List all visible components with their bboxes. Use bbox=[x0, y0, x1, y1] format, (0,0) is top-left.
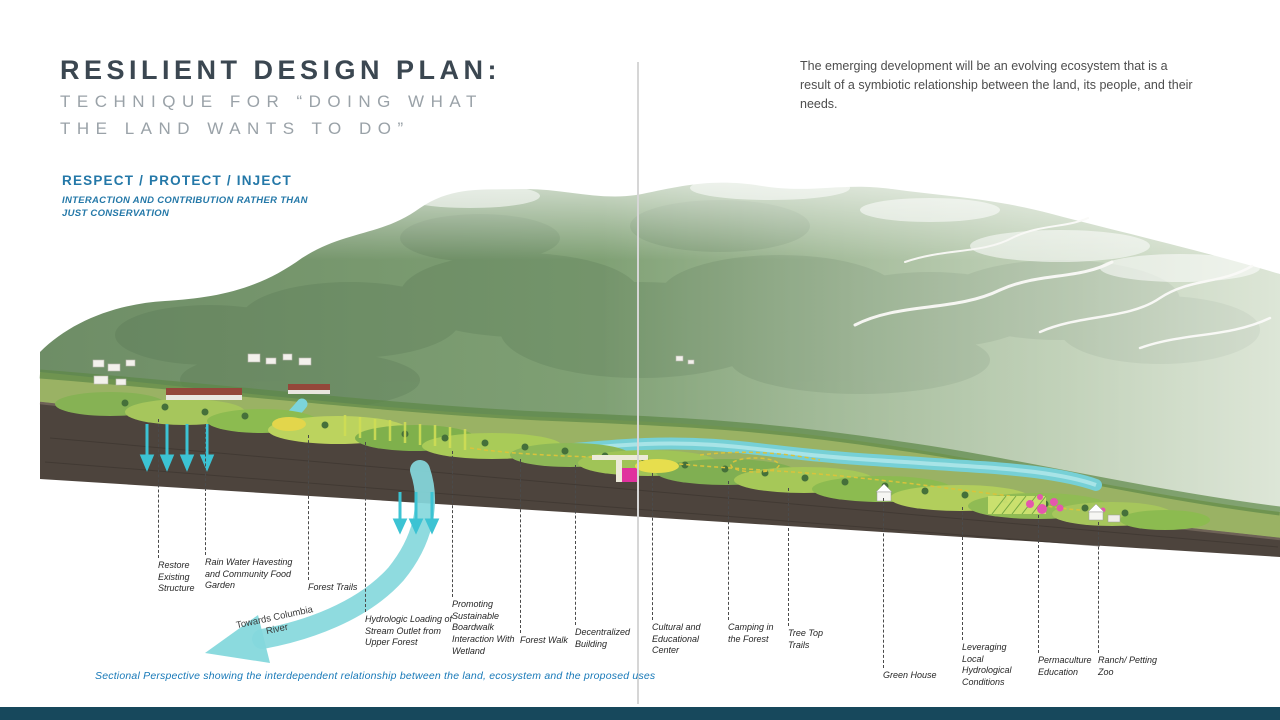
page-divider bbox=[637, 62, 639, 704]
leader-line bbox=[962, 507, 963, 640]
leader-line bbox=[308, 435, 309, 580]
footer-bar bbox=[0, 707, 1280, 720]
callout-label: Cultural and Educational Center bbox=[652, 622, 701, 656]
callout-forest-trails: Forest Trails bbox=[308, 435, 368, 594]
subtitle-line-2: THE LAND WANTS TO DO” bbox=[60, 119, 410, 139]
callout-label: Decentralized Building bbox=[575, 627, 631, 649]
subtitle-line-1: TECHNIQUE FOR “DOING WHAT bbox=[60, 92, 483, 111]
callout-cultural-center: Cultural and Educational Center bbox=[652, 473, 722, 657]
callout-decentralized-building: Decentralized Building bbox=[575, 465, 645, 650]
leader-line bbox=[652, 473, 653, 620]
leader-line bbox=[158, 419, 159, 558]
callout-permaculture-education: Permaculture Education bbox=[1038, 515, 1108, 678]
infiltration-arrows bbox=[139, 424, 440, 535]
callout-label: Forest Walk bbox=[520, 635, 568, 645]
callout-ranch-petting-zoo: Ranch/ Petting Zoo bbox=[1098, 522, 1158, 678]
callout-boardwalk-wetland: Promoting Sustainable Boardwalk Interact… bbox=[452, 451, 524, 657]
callout-forest-walk: Forest Walk bbox=[520, 459, 580, 647]
callout-rain-water-harvesting: Rain Water Havesting and Community Food … bbox=[205, 424, 300, 592]
leader-line bbox=[1098, 522, 1099, 653]
pink-orchard bbox=[1026, 494, 1106, 514]
callout-camping: Camping in the Forest bbox=[728, 481, 778, 645]
callout-label: Permaculture Education bbox=[1038, 655, 1092, 677]
approach-heading: RESPECT / PROTECT / INJECT bbox=[62, 173, 292, 188]
callout-hydrologic-loading: Hydrologic Loading of Stream Outlet from… bbox=[365, 442, 457, 649]
callout-label: Restore Existing Structure bbox=[158, 560, 195, 594]
slide-title: RESILIENT DESIGN PLAN: bbox=[60, 55, 502, 85]
callout-tree-top-trails: Tree Top Trails bbox=[788, 488, 834, 651]
leader-line bbox=[788, 488, 789, 626]
callout-label: Ranch/ Petting Zoo bbox=[1098, 655, 1158, 677]
leader-line bbox=[728, 481, 729, 620]
callout-label: Hydrologic Loading of Stream Outlet from… bbox=[365, 614, 453, 648]
callout-hydrological-conditions: Leveraging Local Hydrological Conditions bbox=[962, 507, 1022, 689]
leader-line bbox=[365, 442, 366, 612]
leader-line bbox=[520, 459, 521, 633]
intro-paragraph: The emerging development will be an evol… bbox=[800, 59, 1193, 111]
callout-label: Forest Trails bbox=[308, 582, 358, 592]
greenhouse bbox=[875, 483, 893, 502]
leader-line bbox=[883, 498, 884, 668]
slide-subtitle: TECHNIQUE FOR “DOING WHAT THE LAND WANTS… bbox=[60, 88, 483, 142]
callout-label: Rain Water Havesting and Community Food … bbox=[205, 557, 293, 591]
callout-label: Promoting Sustainable Boardwalk Interact… bbox=[452, 599, 515, 656]
stream-arrow bbox=[205, 460, 436, 663]
callout-label: Leveraging Local Hydrological Conditions bbox=[962, 642, 1012, 688]
callout-green-house: Green House bbox=[883, 498, 948, 682]
tall-trees bbox=[343, 415, 467, 450]
leader-line bbox=[205, 424, 206, 555]
approach-subheading: INTERACTION AND CONTRIBUTION RATHER THAN… bbox=[62, 195, 308, 220]
callout-label: Green House bbox=[883, 670, 937, 680]
leader-line bbox=[1038, 515, 1039, 653]
buildings bbox=[92, 353, 1121, 523]
diagram-caption: Sectional Perspective showing the interd… bbox=[95, 670, 656, 682]
ranch bbox=[1087, 503, 1121, 523]
callout-restore-existing-structure: Restore Existing Structure bbox=[158, 419, 210, 595]
cultural-center-building bbox=[622, 468, 637, 482]
callout-label: Camping in the Forest bbox=[728, 622, 774, 644]
leader-line bbox=[452, 451, 453, 597]
leader-line bbox=[575, 465, 576, 625]
callout-label: Tree Top Trails bbox=[788, 628, 824, 650]
